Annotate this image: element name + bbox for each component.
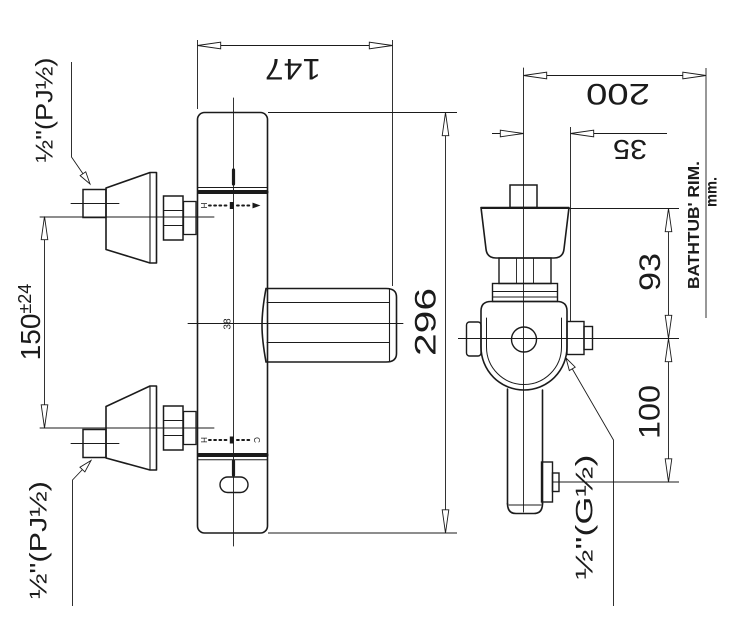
label-top-inlet-text: ½"(PJ½) <box>32 58 59 163</box>
upper-connector-ring <box>182 200 197 236</box>
shower-outlet-tab <box>583 325 594 351</box>
label-outlet-text: ½"(G½) <box>572 455 599 580</box>
lower-graduation-scale: H C <box>199 436 261 444</box>
valve-body-inner-contour <box>486 317 562 385</box>
label-bathtub-rim: BATHTUB' RIM. mm. <box>686 161 721 289</box>
label-bottom-inlet: ½"(PJ½) <box>26 461 92 606</box>
dim-93: 93 <box>481 208 679 339</box>
dim-35: 35 <box>492 127 667 321</box>
dim-150-text: 150±24 <box>15 284 46 361</box>
scale-arrow <box>252 202 261 209</box>
bathtub-rim-text: BATHTUB' RIM. <box>686 161 703 289</box>
front-view: H H C 38 <box>39 97 404 547</box>
dim-147-text: 147 <box>265 52 321 85</box>
lower-inlet-assembly <box>39 385 215 471</box>
labels: ½"(PJ½) ½"(PJ½) ½"(G½) BATHTUB' RIM. mm. <box>26 58 721 606</box>
dim-93-text: 93 <box>634 253 667 291</box>
dim-100-text: 100 <box>634 385 667 439</box>
lower-connector-ring <box>182 410 197 446</box>
dim-150: 150±24 <box>15 216 49 429</box>
handle-front <box>187 287 404 363</box>
dimensions: 147 296 150±24 200 35 <box>15 40 707 534</box>
front-body-outline <box>196 111 269 534</box>
temp-setting-mark: 38 <box>223 318 234 330</box>
lower-hot-mark: H <box>199 437 208 443</box>
dim-35-text: 35 <box>613 134 647 165</box>
dim-200-text: 200 <box>586 77 650 110</box>
dim-296: 296 <box>268 112 457 534</box>
upper-hot-mark: H <box>199 203 208 209</box>
label-bottom-inlet-text: ½"(PJ½) <box>26 481 53 599</box>
down-pipe <box>506 388 544 515</box>
dim-100: 100 <box>458 338 679 483</box>
label-top-inlet: ½"(PJ½) <box>32 58 91 185</box>
dim-147: 147 <box>197 40 393 286</box>
dim-296-text: 296 <box>410 288 443 356</box>
body-screw <box>510 326 538 353</box>
diverter-slot <box>219 476 249 494</box>
diverter-button-side <box>465 321 482 357</box>
handle-outline <box>261 287 398 363</box>
lower-cold-mark: C <box>252 437 261 443</box>
dim-200: 200 <box>523 68 707 318</box>
handle-knob-side <box>480 206 570 259</box>
upper-graduation-scale: H <box>199 202 261 209</box>
bathtub-rim-unit-text: mm. <box>704 177 721 207</box>
upper-inlet-assembly <box>39 171 215 264</box>
label-outlet: ½"(G½) <box>566 358 614 606</box>
